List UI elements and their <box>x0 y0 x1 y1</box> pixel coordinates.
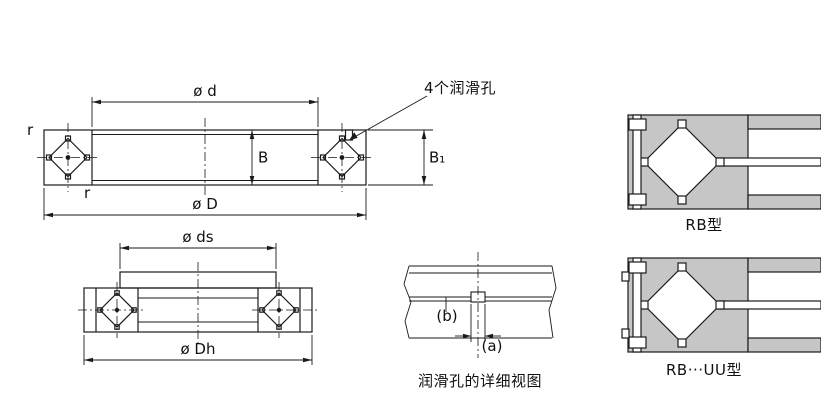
detail-caption: 润滑孔的详细视图 <box>418 372 542 390</box>
detail-dimension-arrows <box>463 333 493 339</box>
mounting-dimensions <box>83 243 313 365</box>
dim-width-label: B <box>258 149 268 167</box>
roller-right <box>319 135 365 180</box>
rb-retainer-bottom <box>628 193 647 206</box>
roller-right <box>259 290 299 330</box>
main-dimensions <box>43 95 433 220</box>
rb-uu-type-caption: RB···UU型 <box>666 361 742 379</box>
dim-housing-label: ø Dh <box>180 340 215 358</box>
roller-left <box>97 290 137 330</box>
rb-uu-type-view <box>621 257 821 353</box>
rb-uu-ring-split-gap <box>717 300 821 310</box>
bearing-outline <box>43 129 367 186</box>
rb-inner-ring-split <box>632 114 642 210</box>
rb-type-caption: RB型 <box>685 216 722 234</box>
roller-left <box>45 135 91 180</box>
rb-ring-split-gap <box>717 157 821 167</box>
housing-outline <box>83 287 313 333</box>
main-dimension-arrows <box>44 99 427 218</box>
rb-details <box>628 114 821 210</box>
fillet-bottom-label: r <box>84 184 91 202</box>
uu-seal-top <box>621 271 630 282</box>
lube-holes-note: 4个润滑孔 <box>424 79 496 97</box>
rb-uu-inner-ring-split <box>632 257 642 353</box>
break-line-right <box>548 265 557 339</box>
dim-outer-dia-label: ø D <box>192 195 218 213</box>
fillet-top-label: r <box>27 121 34 139</box>
uu-seal-bottom <box>621 328 630 339</box>
rb-uu-retainer-bottom <box>628 336 647 349</box>
dim-hole-depth-label: (b) <box>436 307 457 325</box>
dim-shaft-label: ø ds <box>182 228 213 246</box>
lube-hole-detail-view <box>403 252 557 358</box>
rb-uu-retainer-top <box>628 261 647 274</box>
main-section-view <box>37 118 373 197</box>
break-line-left <box>403 265 412 339</box>
rb-type-view <box>627 114 821 210</box>
dim-bore-label: ø d <box>193 82 216 100</box>
rb-uu-details <box>621 257 821 353</box>
mounting-section-view <box>78 262 318 344</box>
lube-hole <box>344 129 354 141</box>
mounting-dimension-arrows <box>84 245 312 363</box>
dim-outer-width-label: B₁ <box>429 149 445 167</box>
rb-retainer-top <box>628 118 647 131</box>
dim-hole-dia-label: (a) <box>482 337 503 355</box>
